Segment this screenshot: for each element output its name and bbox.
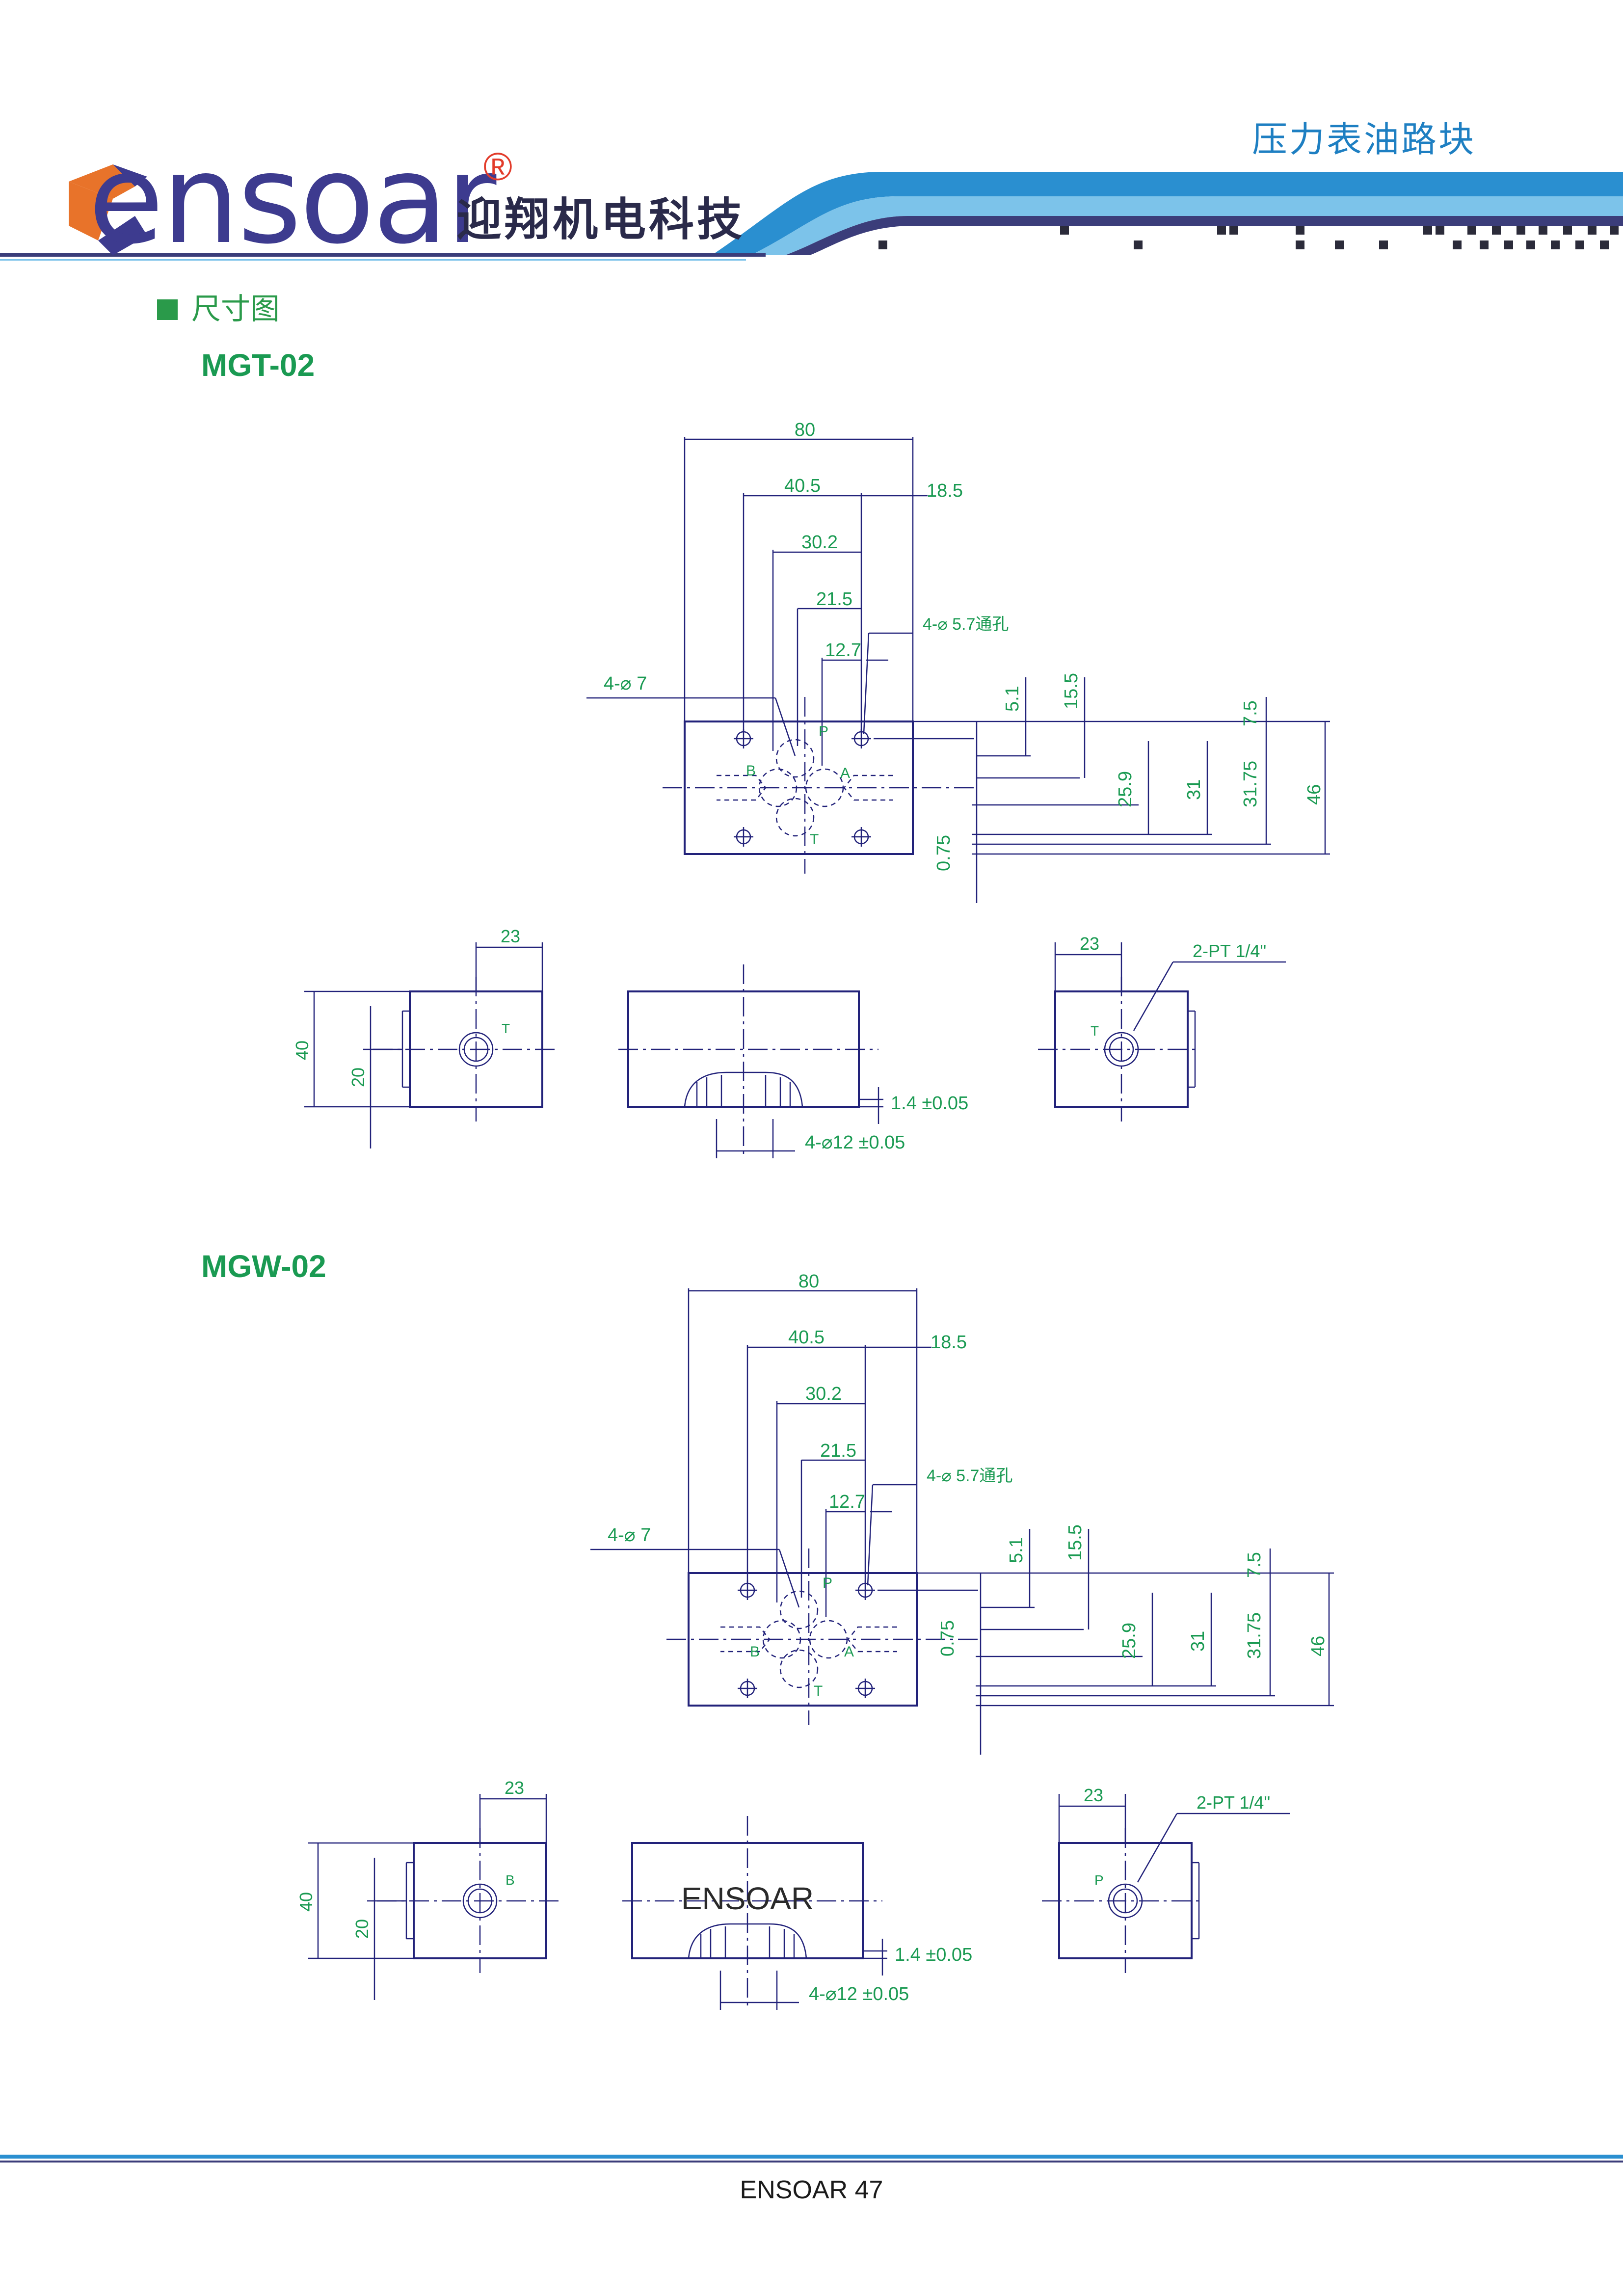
registered-mark: ® <box>483 145 512 188</box>
dim-text: 20 <box>348 1068 368 1087</box>
section-heading: 尺寸图 <box>157 294 280 324</box>
dim-text: 7.5 <box>1240 700 1261 726</box>
mgt-top-view: 80 40.5 18.5 30.2 21.5 12.7 4-⌀ 5.7通孔 4-… <box>586 420 1330 903</box>
dim-text: 0.75 <box>937 1620 958 1656</box>
logo-icon <box>69 164 147 255</box>
mgt-front-view: 1.4 ±0.05 4-⌀12 ±0.05 <box>618 964 968 1158</box>
dim-text: 5.1 <box>1006 1537 1027 1563</box>
dim-text: 31.75 <box>1240 761 1261 807</box>
dim-text: 18.5 <box>927 481 963 501</box>
dim-text: 30.2 <box>805 1384 842 1404</box>
dim-text: 40.5 <box>784 476 821 496</box>
bullet-square-icon <box>157 299 178 320</box>
dim-text: 2-PT 1/4" <box>1193 941 1266 961</box>
port-label: A <box>844 1644 854 1660</box>
dim-text: 1.4 ±0.05 <box>895 1945 972 1965</box>
port-label: P <box>819 723 828 740</box>
model-label-mgw: MGW-02 <box>201 1249 326 1284</box>
dim-text: 20 <box>352 1919 372 1939</box>
port-label: T <box>502 1021 510 1036</box>
dim-text: 31.75 <box>1244 1612 1265 1659</box>
dim-text: 31 <box>1188 1631 1208 1652</box>
dim-text: 31 <box>1184 779 1204 800</box>
model-label-mgt: MGT-02 <box>201 347 315 383</box>
block-outline <box>684 721 914 855</box>
footer-rule <box>0 2155 1623 2159</box>
dim-text: 12.7 <box>825 640 861 661</box>
port-label: B <box>746 763 756 779</box>
port-label: A <box>840 765 850 781</box>
dim-text: 15.5 <box>1061 673 1082 709</box>
dim-text: 21.5 <box>820 1441 856 1461</box>
mgw-front-view: ENSOAR 1.4 ±0.05 4-⌀12 ±0.05 <box>622 1816 972 2010</box>
dim-text: 4-⌀12 ±0.05 <box>809 1984 909 2004</box>
dim-text: 4-⌀12 ±0.05 <box>805 1132 905 1153</box>
block-marking: ENSOAR <box>681 1881 814 1916</box>
dim-text: 1.4 ±0.05 <box>891 1093 968 1114</box>
dim-text: 23 <box>1084 1785 1103 1805</box>
brand-chinese-name: 迎翔机电科技 <box>456 193 745 246</box>
mgw-right-view: 23 2-PT 1/4" P <box>1042 1785 1290 1973</box>
dim-text: 5.1 <box>1002 686 1023 712</box>
dim-text: 4-⌀ 7 <box>604 673 647 694</box>
dim-text: 25.9 <box>1119 1623 1140 1659</box>
section-heading-label: 尺寸图 <box>191 292 280 326</box>
page-title: 压力表油路块 <box>1251 119 1476 160</box>
dim-text: 4-⌀ 7 <box>608 1525 651 1546</box>
dim-text: 2-PT 1/4" <box>1197 1792 1270 1813</box>
mgw-top-view: 80 40.5 18.5 30.2 21.5 12.7 4-⌀ 5.7通孔 4-… <box>590 1271 1334 1755</box>
mgt-left-view: 23 40 20 T <box>292 926 557 1148</box>
dim-text: 40 <box>292 1041 312 1060</box>
dim-text: 23 <box>505 1778 524 1798</box>
brand-logo-text: ensoar <box>88 128 496 271</box>
dim-text: 15.5 <box>1065 1524 1086 1561</box>
port-label: B <box>506 1872 515 1888</box>
dim-text: 46 <box>1308 1636 1329 1656</box>
dim-text: 80 <box>795 420 815 440</box>
port-label: T <box>1091 1023 1099 1039</box>
page-footer: ENSOAR 47 <box>740 2176 883 2204</box>
dim-text: 23 <box>1080 934 1099 954</box>
dim-text: 18.5 <box>931 1332 967 1353</box>
dim-text: 30.2 <box>801 532 838 553</box>
dim-text: 7.5 <box>1244 1552 1265 1578</box>
port-label: P <box>823 1575 832 1591</box>
dim-text: 21.5 <box>816 589 852 610</box>
port-label: P <box>1094 1872 1104 1888</box>
dim-text: 12.7 <box>829 1492 865 1512</box>
port-label: T <box>810 831 819 848</box>
header-graphic <box>0 164 1623 261</box>
dim-text: 40 <box>296 1892 316 1912</box>
port-label: T <box>814 1683 823 1699</box>
dim-text: 40.5 <box>788 1327 825 1348</box>
dim-text: 80 <box>798 1271 819 1292</box>
mgt-right-view: 23 2-PT 1/4" T <box>1038 934 1286 1121</box>
dim-text: 23 <box>501 926 520 946</box>
dim-text: 25.9 <box>1115 771 1136 807</box>
dim-text: 4-⌀ 5.7通孔 <box>923 615 1009 634</box>
dim-text: 4-⌀ 5.7通孔 <box>927 1467 1012 1485</box>
mgw-left-view: 23 40 20 B <box>296 1778 561 2000</box>
dim-text: 46 <box>1304 784 1325 805</box>
dim-text: 0.75 <box>933 835 954 871</box>
port-label: B <box>750 1644 760 1660</box>
